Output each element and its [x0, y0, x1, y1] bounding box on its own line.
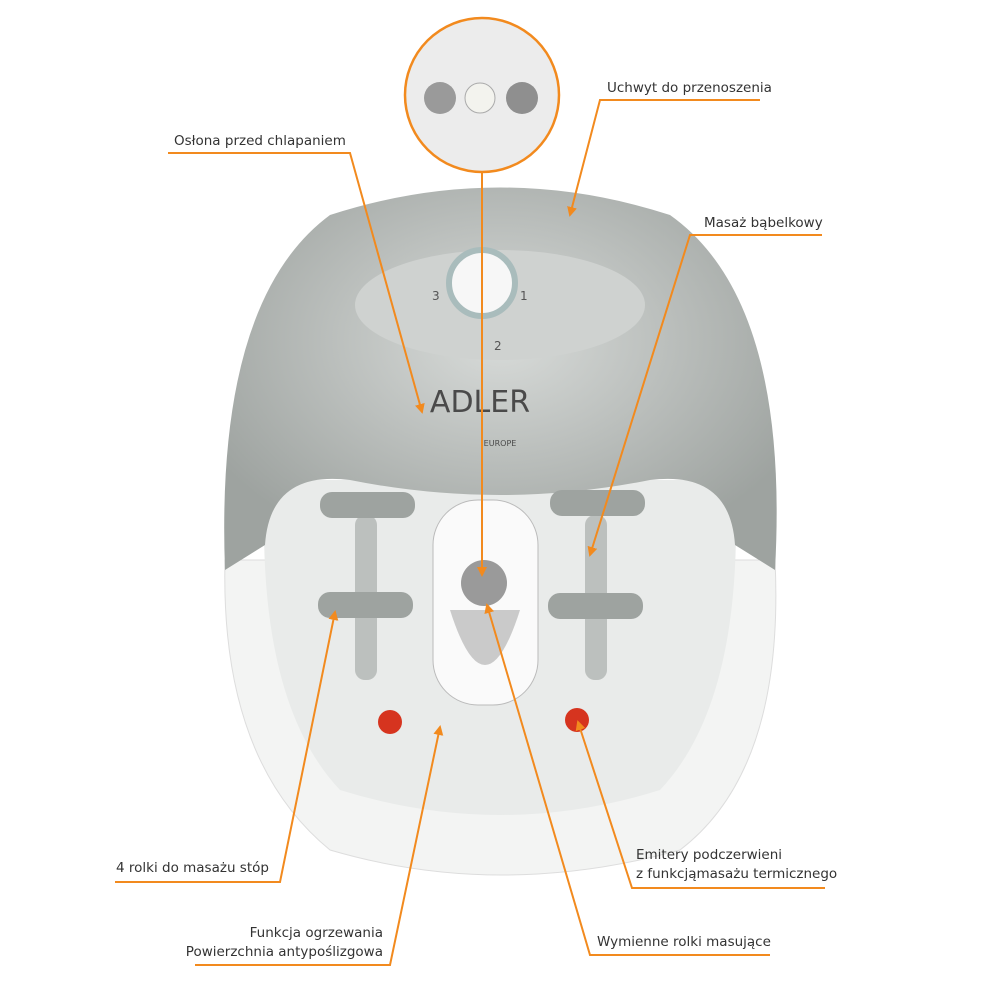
leader-lines [115, 99, 825, 966]
label-heating-line2: Powierzchnia antypoślizgowa [185, 944, 383, 960]
label-splash-guard: Osłona przed chlapaniem [174, 133, 346, 149]
dial-setting-3: 3 [432, 289, 440, 303]
label-infrared-line1: Emitery podczerwieni [636, 847, 783, 863]
label-rollers: 4 rolki do masażu stóp [116, 860, 269, 876]
dial-setting-1: 1 [520, 289, 528, 303]
infrared-emitter-left [378, 710, 402, 734]
label-attachments: Wymienne rolki masujące [597, 934, 771, 950]
infrared-emitter-right [565, 708, 589, 732]
brand-logo-sub: EUROPE [484, 439, 517, 448]
brand-logo: ADLER [430, 385, 530, 420]
splash-guard-shell [224, 187, 777, 570]
label-bubble-massage: Masaż bąbelkowy [704, 215, 823, 231]
massage-rollers [318, 490, 645, 680]
label-infrared: Emitery podczerwieni z funkcjąmasażu term… [636, 846, 837, 884]
label-carry-handle: Uchwyt do przenoszenia [607, 80, 772, 96]
label-heating-line1: Funkcja ogrzewania [249, 925, 383, 941]
massage-attachment [461, 560, 507, 606]
label-infrared-line2: z funkcjąmasażu termicznego [636, 866, 838, 882]
dial-setting-2: 2 [494, 339, 502, 353]
